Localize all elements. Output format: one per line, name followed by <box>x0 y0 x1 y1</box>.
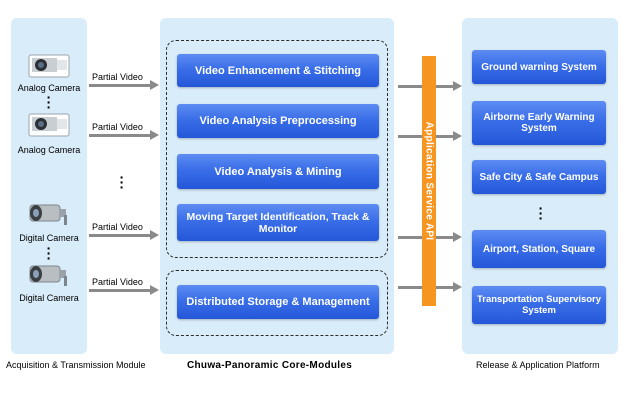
camera-label: Analog Camera <box>17 145 81 155</box>
input-arrow <box>89 80 159 90</box>
ground-warning-platform: Ground warning System <box>472 50 606 84</box>
analog-camera-icon <box>28 113 70 137</box>
vertical-ellipsis: ··· <box>538 200 544 226</box>
input-arrow <box>89 230 159 240</box>
partial-video-label: Partial Video <box>92 277 143 287</box>
vertical-ellipsis: ··· <box>46 89 52 115</box>
application-service-api-bar <box>422 56 436 306</box>
safe-city-platform: Safe City & Safe Campus <box>472 160 606 194</box>
input-arrow <box>89 130 159 140</box>
distributed-storage-module: Distributed Storage & Management <box>177 285 379 319</box>
api-label: Application Service API <box>423 121 435 241</box>
camera-label: Analog Camera <box>17 83 81 93</box>
input-arrow <box>89 285 159 295</box>
acquisition-caption: Acquisition & Transmission Module <box>6 360 146 370</box>
airport-station-platform: Airport, Station, Square <box>472 230 606 268</box>
video-mining-module: Video Analysis & Mining <box>177 154 379 189</box>
vertical-ellipsis: ··· <box>119 169 125 195</box>
video-enhancement-module: Video Enhancement & Stitching <box>177 54 379 87</box>
video-preprocessing-module: Video Analysis Preprocessing <box>177 104 379 138</box>
transportation-platform: Transportation Supervisory System <box>472 286 606 324</box>
digital-camera-icon <box>29 204 67 225</box>
digital-camera-icon <box>29 265 67 286</box>
core-modules-caption: Chuwa-Panoramic Core-Modules <box>187 360 353 371</box>
vertical-ellipsis: ··· <box>46 240 52 266</box>
camera-label: Digital Camera <box>19 293 79 303</box>
target-tracking-module: Moving Target Identification, Track & Mo… <box>177 204 379 241</box>
platform-caption: Release & Application Platform <box>476 360 600 370</box>
partial-video-label: Partial Video <box>92 222 143 232</box>
airborne-warning-platform: Airborne Early Warning System <box>472 101 606 145</box>
analysis-module-group <box>166 40 388 258</box>
partial-video-label: Partial Video <box>92 72 143 82</box>
camera-label: Digital Camera <box>19 233 79 243</box>
partial-video-label: Partial Video <box>92 122 143 132</box>
analog-camera-icon <box>28 54 70 78</box>
storage-module-group <box>166 270 388 336</box>
